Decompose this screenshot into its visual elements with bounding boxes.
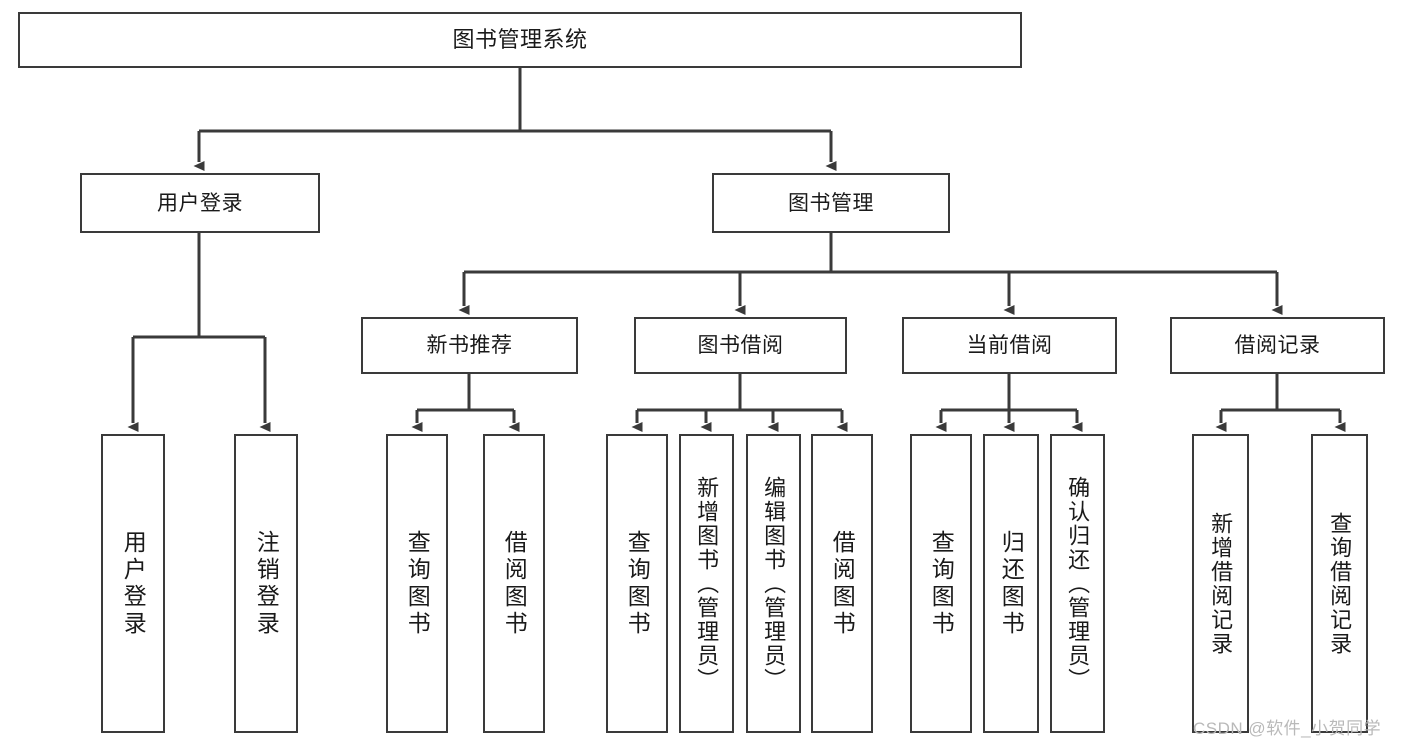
node-label: 注销登录 — [253, 529, 280, 638]
leaf-query-borrow-record[interactable]: 查询借阅记录 — [1311, 434, 1368, 733]
leaf-add-book-admin[interactable]: 新增图书（管理员） — [679, 434, 734, 733]
node-label: 确认归还（管理员） — [1065, 475, 1091, 692]
leaf-query-book-borrow[interactable]: 查询图书 — [606, 434, 668, 733]
node-label: 归还图书 — [998, 529, 1025, 638]
node-book-borrow[interactable]: 图书借阅 — [634, 317, 847, 374]
node-user-login[interactable]: 用户登录 — [80, 173, 320, 233]
leaf-return-book[interactable]: 归还图书 — [983, 434, 1039, 733]
node-label: 借阅图书 — [829, 529, 856, 638]
leaf-user-login[interactable]: 用户登录 — [101, 434, 165, 733]
node-label: 查询图书 — [928, 529, 955, 638]
node-current-borrow[interactable]: 当前借阅 — [902, 317, 1117, 374]
node-label: 借阅图书 — [501, 529, 528, 638]
leaf-logout[interactable]: 注销登录 — [234, 434, 298, 733]
node-new-book-recommend[interactable]: 新书推荐 — [361, 317, 578, 374]
node-label: 用户登录 — [120, 529, 147, 638]
node-label: 编辑图书（管理员） — [761, 475, 787, 692]
leaf-query-book-current[interactable]: 查询图书 — [910, 434, 972, 733]
node-label: 新书推荐 — [426, 334, 513, 357]
node-label: 查询图书 — [624, 529, 651, 638]
node-label: 借阅记录 — [1234, 334, 1321, 357]
node-label: 用户登录 — [157, 191, 243, 215]
node-label: 查询借阅记录 — [1327, 511, 1353, 656]
node-root-system[interactable]: 图书管理系统 — [18, 12, 1022, 68]
leaf-confirm-return-admin[interactable]: 确认归还（管理员） — [1050, 434, 1105, 733]
node-label: 查询图书 — [404, 529, 431, 638]
leaf-query-book-recommend[interactable]: 查询图书 — [386, 434, 448, 733]
node-label: 新增借阅记录 — [1208, 511, 1234, 656]
leaf-add-borrow-record[interactable]: 新增借阅记录 — [1192, 434, 1249, 733]
node-borrow-record[interactable]: 借阅记录 — [1170, 317, 1385, 374]
leaf-borrow-book[interactable]: 借阅图书 — [811, 434, 873, 733]
node-label: 新增图书（管理员） — [694, 475, 720, 692]
leaf-edit-book-admin[interactable]: 编辑图书（管理员） — [746, 434, 801, 733]
node-label: 图书管理 — [788, 191, 874, 215]
leaf-borrow-book-recommend[interactable]: 借阅图书 — [483, 434, 545, 733]
node-label: 当前借阅 — [966, 334, 1053, 357]
node-label: 图书管理系统 — [452, 27, 588, 52]
node-label: 图书借阅 — [697, 334, 784, 357]
watermark-csdn: CSDN @软件_小贺同学 — [1193, 719, 1382, 738]
node-book-management[interactable]: 图书管理 — [712, 173, 950, 233]
